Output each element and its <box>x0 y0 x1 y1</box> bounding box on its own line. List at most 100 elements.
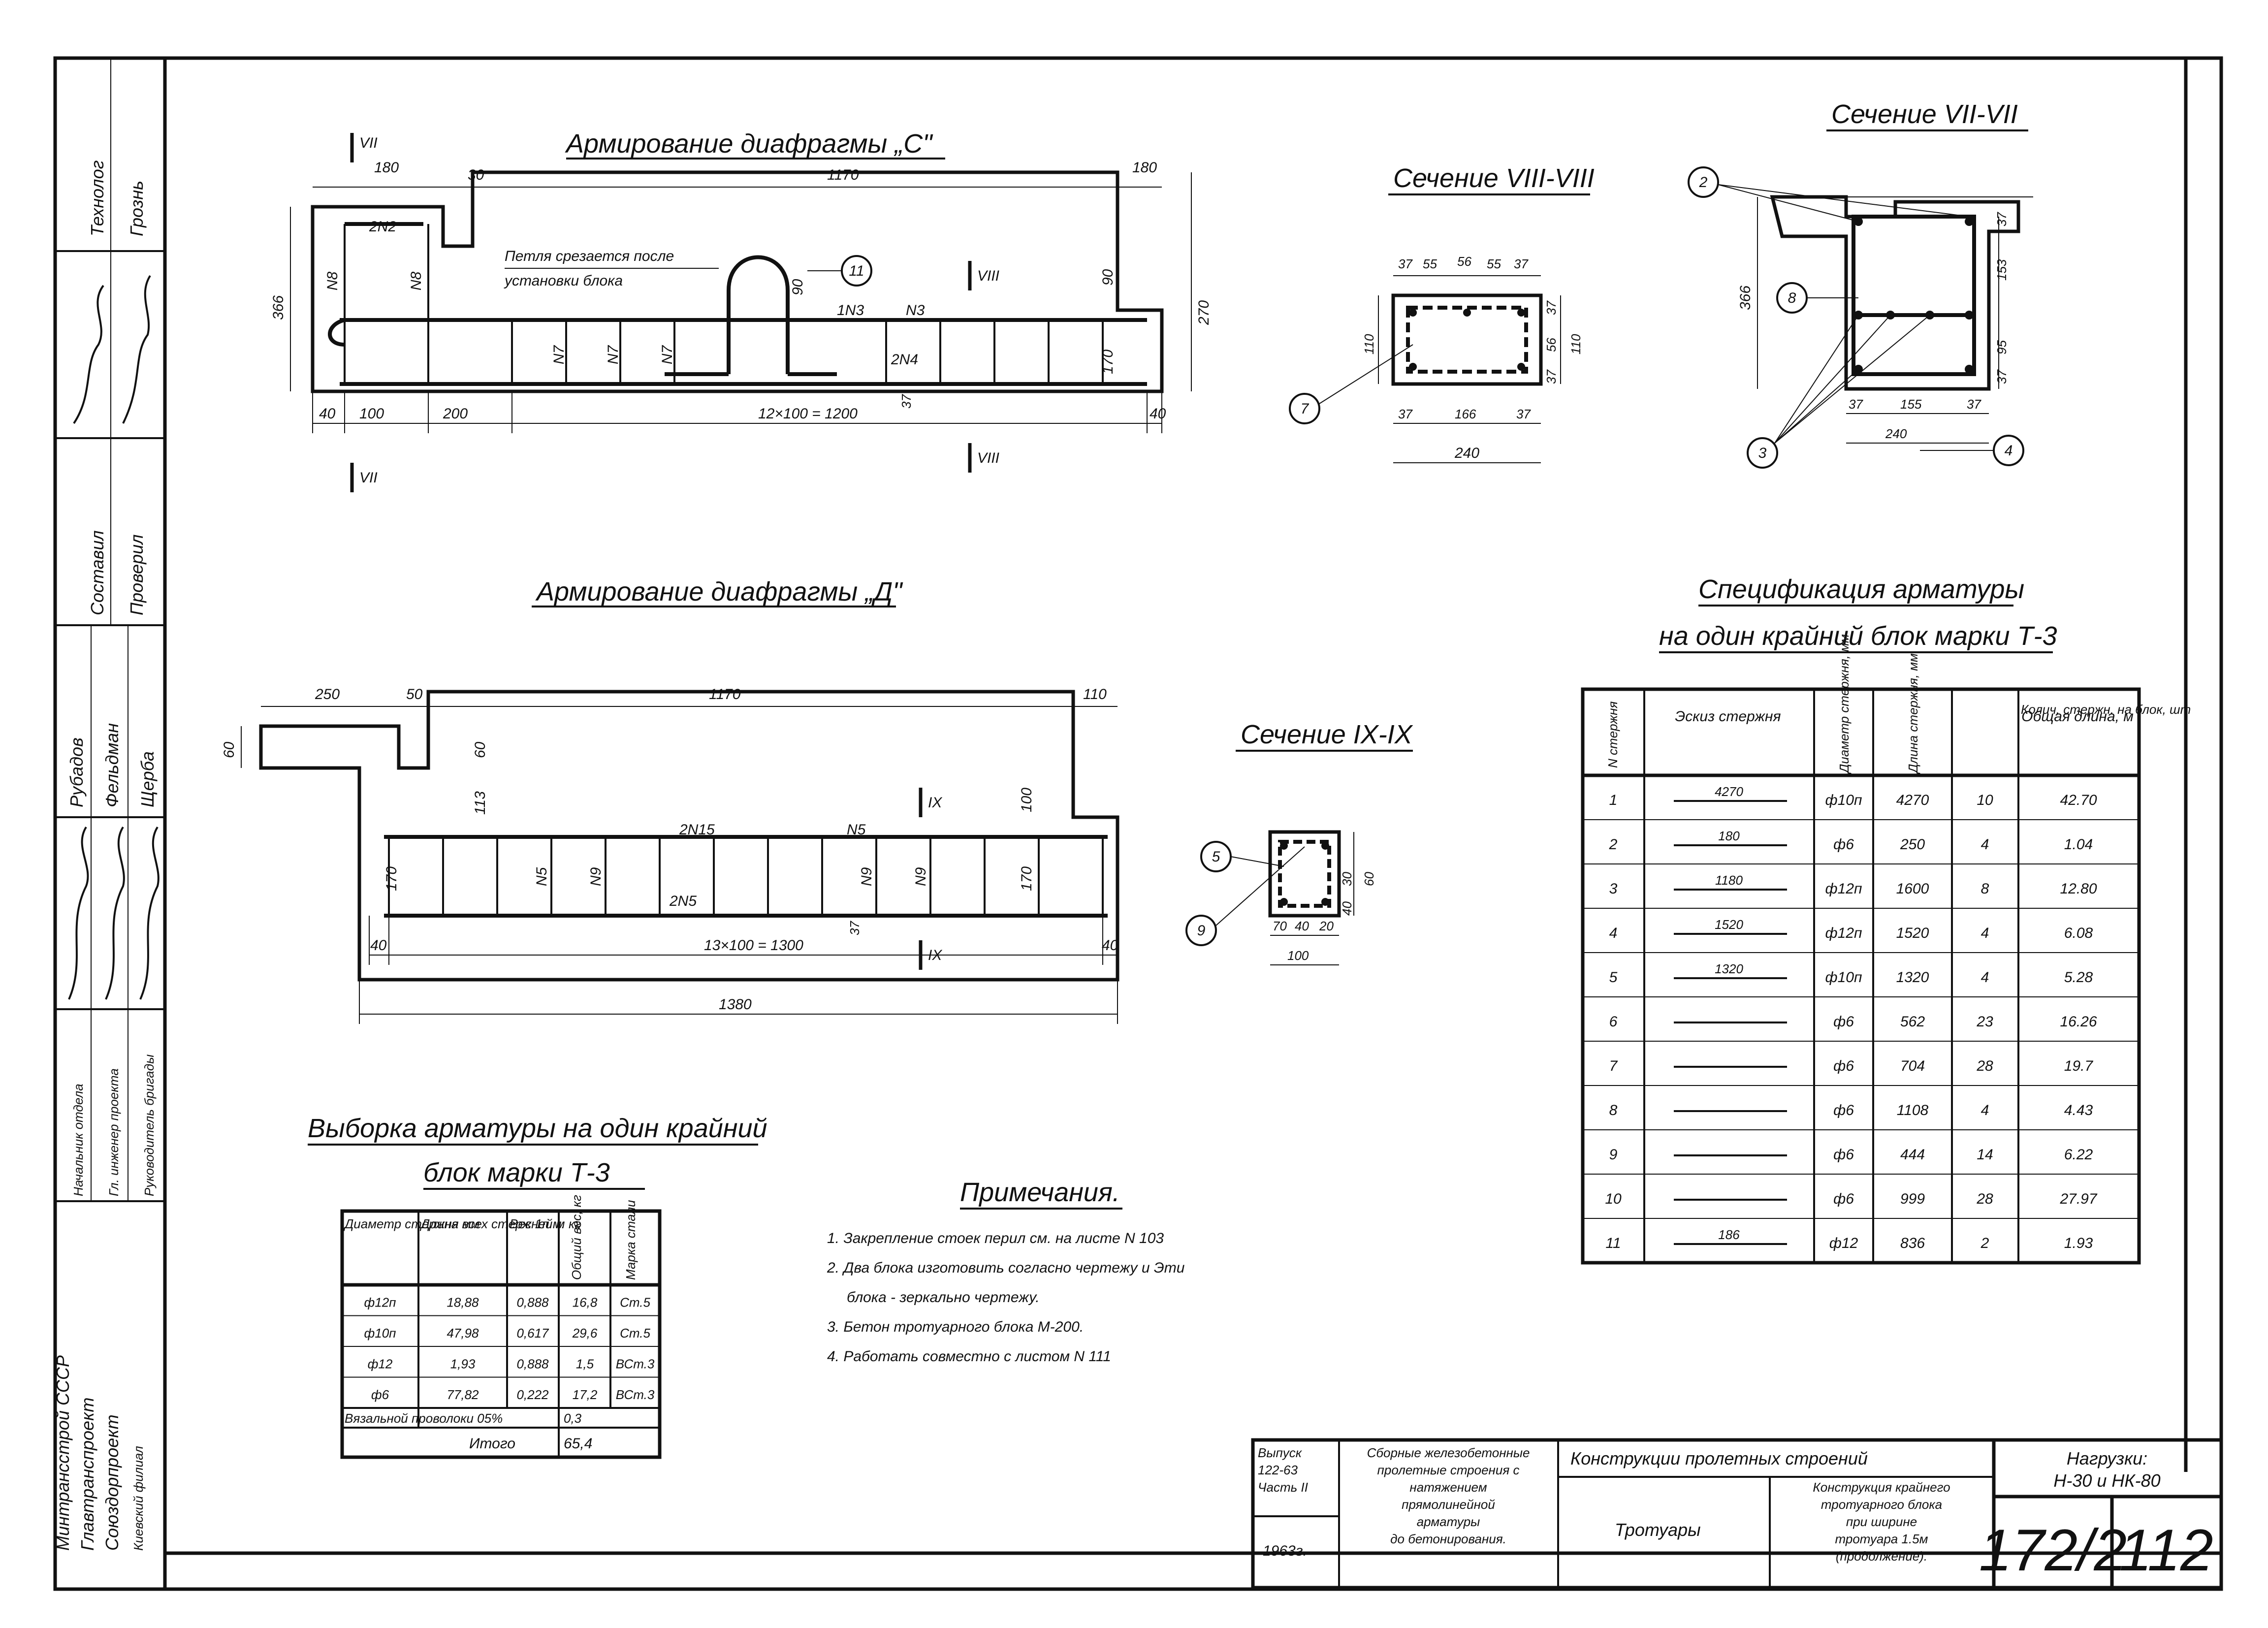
stamp-name-2: Фельдман <box>102 723 122 807</box>
svg-text:5: 5 <box>1212 849 1220 865</box>
lifting-loop <box>727 255 790 374</box>
stamp-org-4: Киевский филиал <box>131 1446 146 1551</box>
spec-cell: 14 <box>1977 1147 1993 1163</box>
stamp-org-1: Минтрансстрой СССР <box>53 1355 73 1551</box>
svg-text:Часть II: Часть II <box>1258 1480 1308 1495</box>
svg-text:8: 8 <box>1788 290 1796 306</box>
sheet-number: 172/2 <box>1979 1517 2127 1583</box>
section-viii-outline <box>1391 293 1543 386</box>
svg-text:40: 40 <box>1295 919 1309 933</box>
svg-text:Вязальной проволоки 05%: Вязальной проволоки 05% <box>345 1411 503 1426</box>
spec-cell: 8 <box>1609 1102 1618 1118</box>
svg-text:IX: IX <box>928 795 942 811</box>
spec-cell: 4 <box>1609 925 1618 941</box>
spec-cell: 10 <box>1605 1191 1622 1207</box>
svg-text:55: 55 <box>1487 256 1501 271</box>
sample-cell: 77,82 <box>447 1387 479 1402</box>
svg-text:56: 56 <box>1457 254 1471 269</box>
section-ix-title: Сечение IX-IX <box>1241 720 1413 749</box>
left-stamp: Технолог Грознь Составил Проверил Рубадо… <box>53 58 165 1551</box>
spec-cell: 4270 <box>1715 784 1743 799</box>
svg-text:Нагрузки:: Нагрузки: <box>2067 1448 2147 1468</box>
sample-cell: 0,617 <box>516 1326 549 1341</box>
spec-cell: 444 <box>1900 1147 1925 1163</box>
spec-cell: 3 <box>1609 881 1618 897</box>
svg-text:VII: VII <box>359 135 378 151</box>
sheet-frame <box>53 56 2223 1591</box>
svg-text:тротуара 1.5м: тротуара 1.5м <box>1835 1532 1928 1546</box>
svg-text:арматуры: арматуры <box>1417 1514 1480 1529</box>
sample-cell: Ст.5 <box>620 1295 650 1310</box>
spec-cell: 23 <box>1976 1014 1993 1030</box>
spec-cell: 4 <box>1981 969 1989 986</box>
svg-text:2: 2 <box>1699 174 1708 191</box>
diaphragm-d-outline <box>259 690 1119 982</box>
svg-text:тротуарного блока: тротуарного блока <box>1821 1497 1942 1512</box>
svg-text:37: 37 <box>1514 256 1529 271</box>
svg-text:40: 40 <box>1340 901 1354 916</box>
svg-text:1380: 1380 <box>719 996 752 1013</box>
sample-cell: 0,888 <box>516 1357 549 1372</box>
svg-text:прямолинейной: прямолинейной <box>1402 1497 1495 1512</box>
svg-text:170: 170 <box>1019 866 1035 891</box>
section-viii: Сечение VIII-VIII 37 55 56 55 37 110 37 … <box>1289 163 1595 463</box>
stamp-org-3: Союздорпроект <box>102 1414 122 1551</box>
svg-text:4. Работать совместно с листом: 4. Работать совместно с листом N 111 <box>827 1348 1111 1365</box>
callout-9 <box>1185 915 1217 946</box>
svg-text:N9: N9 <box>913 867 929 886</box>
svg-text:1170: 1170 <box>709 686 741 702</box>
svg-text:37: 37 <box>1849 397 1863 412</box>
spec-cell: ф6 <box>1833 1014 1854 1030</box>
spec-cell: 4 <box>1981 925 1989 941</box>
svg-text:250: 250 <box>315 686 340 702</box>
svg-text:200: 200 <box>443 406 468 422</box>
sample-cell: 0,888 <box>516 1295 549 1310</box>
callout-2 <box>1688 166 1719 198</box>
svg-text:37: 37 <box>1994 369 2009 384</box>
svg-text:12×100 = 1200: 12×100 = 1200 <box>758 406 858 422</box>
svg-text:Колич. стержн. на блок, шт: Колич. стержн. на блок, шт <box>2021 702 2191 717</box>
title-block: Выпуск 122-63 Часть II 1963г. Сборные же… <box>1251 1438 2223 1590</box>
svg-text:Тротуары: Тротуары <box>1615 1520 1701 1540</box>
spec-cell: 1108 <box>1897 1102 1929 1118</box>
section-vii-title: Сечение VII-VII <box>1831 99 2018 129</box>
svg-text:155: 155 <box>1900 397 1922 412</box>
spec-table: Спецификация арматуры на один крайний бл… <box>1581 575 2191 1265</box>
spec-cell: 4.43 <box>2064 1102 2093 1118</box>
diagram-c-title: Армирование диафрагмы „С" <box>565 129 933 159</box>
section-viii-title: Сечение VIII-VIII <box>1393 163 1595 193</box>
sample-cell: Ст.5 <box>620 1326 650 1341</box>
svg-text:37: 37 <box>1994 212 2009 226</box>
sample-cell: 1,5 <box>576 1357 594 1372</box>
sample-cell: 1,93 <box>450 1357 476 1372</box>
bar-label: N7 <box>605 345 621 364</box>
svg-text:IX: IX <box>928 947 942 963</box>
spec-cell: ф12 <box>1829 1235 1858 1251</box>
svg-text:0,3: 0,3 <box>564 1411 582 1426</box>
svg-text:110: 110 <box>1568 334 1583 354</box>
spec-cell: ф6 <box>1833 836 1854 853</box>
svg-text:180: 180 <box>374 160 399 176</box>
bar-label: 2N2 <box>369 219 396 235</box>
svg-text:7: 7 <box>1301 401 1310 417</box>
bar-label: 1N3 <box>837 302 864 319</box>
svg-text:3: 3 <box>1758 445 1767 461</box>
svg-text:N5: N5 <box>847 822 866 838</box>
spec-cell: ф6 <box>1833 1102 1854 1118</box>
svg-text:20: 20 <box>1319 919 1334 933</box>
signature-1 <box>73 285 104 424</box>
svg-text:(продолжение).: (продолжение). <box>1836 1549 1927 1564</box>
signature-3 <box>68 826 89 1000</box>
svg-text:37: 37 <box>1544 300 1559 315</box>
svg-text:170: 170 <box>383 866 400 891</box>
stamp-checked: Проверил <box>127 535 147 616</box>
sample-cell: 18,88 <box>447 1295 479 1310</box>
svg-text:100: 100 <box>1287 948 1309 963</box>
svg-text:Конструкции пролетных строений: Конструкции пролетных строений <box>1570 1448 1868 1468</box>
spec-cell: 10 <box>1977 792 1993 808</box>
svg-text:90: 90 <box>790 279 806 295</box>
spec-cell: 186 <box>1718 1227 1740 1242</box>
svg-text:блока - зеркально чертежу.: блока - зеркально чертежу. <box>847 1289 1040 1306</box>
spec-cell: 4 <box>1981 1102 1989 1118</box>
